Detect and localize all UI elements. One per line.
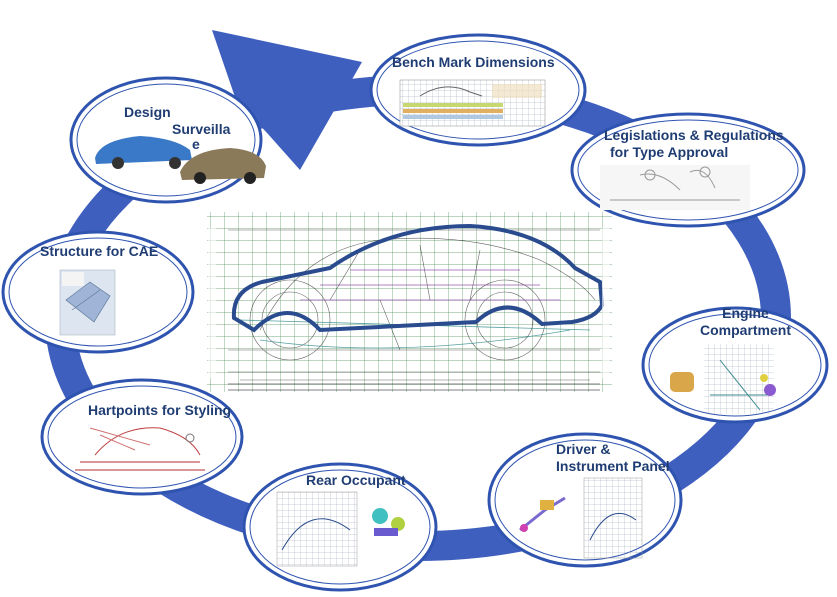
node-engine-compartment (641, 306, 829, 424)
node-rear-occupant (242, 462, 438, 592)
label-rear-occupant: Rear Occupant (306, 472, 406, 488)
cycle-arrowhead (212, 30, 362, 170)
node-bench-mark-dimensions (369, 33, 587, 147)
label-legislations-regulations: Legislations & Regulations for Type Appr… (604, 127, 784, 160)
benchmark-table-thumbnail (399, 79, 546, 127)
label-hartpoints-styling: Hartpoints for Styling (88, 402, 232, 418)
car-renders-thumbnail (95, 136, 266, 184)
vehicle-outline (231, 223, 605, 333)
center-vehicle-drawing (207, 212, 612, 392)
node-driver-instrument-panel (487, 432, 683, 568)
node-hartpoints-styling (40, 378, 244, 496)
occupant-sketch-thumbnail (600, 165, 750, 210)
engine-drawing-thumbnail (670, 344, 776, 414)
node-legislations-regulations (570, 112, 806, 228)
hardpoint-sketch-thumbnail (75, 427, 205, 471)
label-bench-mark-dimensions: Bench Mark Dimensions (392, 54, 555, 70)
driver-drawing-thumbnail (519, 477, 643, 559)
node-design-surveillance (69, 76, 266, 204)
drawing-margin-ticks (208, 228, 610, 378)
label-design-surveillance: Design Surveilla e (124, 104, 231, 152)
label-structure-cae: Structure for CAE (40, 243, 159, 259)
rear-drawing-thumbnail (276, 491, 405, 567)
node-structure-cae (1, 230, 195, 354)
label-engine-compartment: Engine Compartment (700, 305, 792, 338)
label-driver-instrument-panel: Driver & Instrument Panel (556, 441, 670, 474)
cae-model-thumbnail (59, 269, 116, 336)
